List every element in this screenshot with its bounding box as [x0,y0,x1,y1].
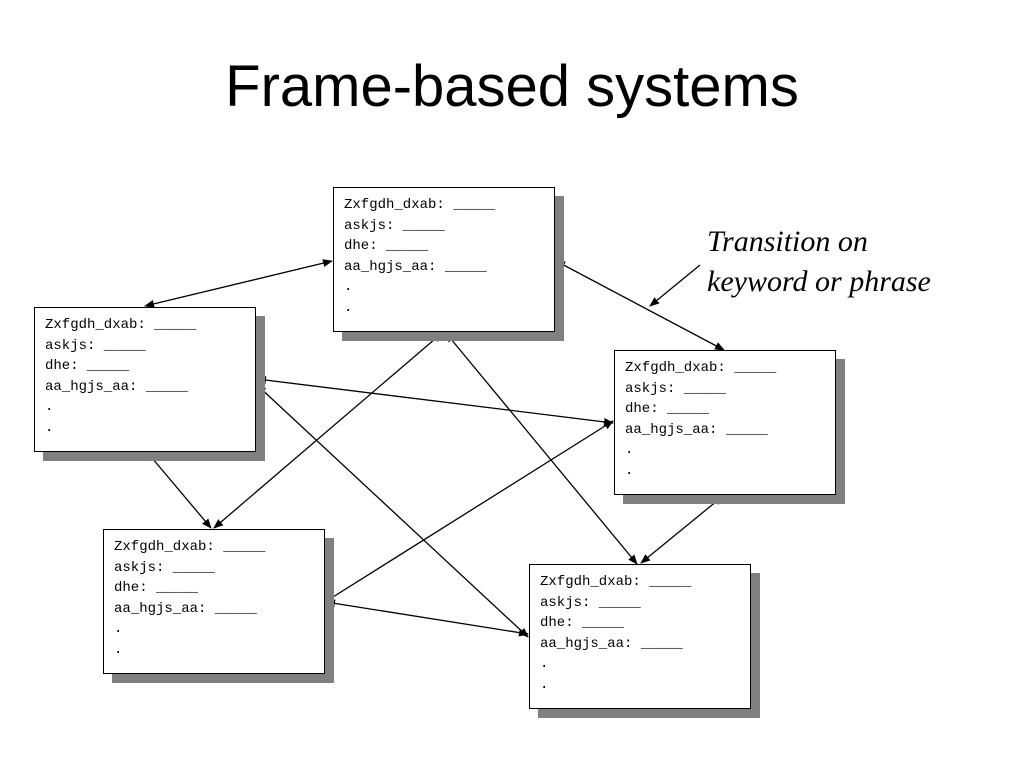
arrow-bottomleft-bottomright [325,599,529,637]
annotation-line: Transition on [707,225,868,258]
annotation-pointer [649,264,701,307]
frame-slot: . [540,676,549,693]
frame-slot: aa_hgjs_aa: _____ [540,635,683,652]
arrow-top-right [555,260,725,351]
frame-slot: dhe: _____ [540,615,625,631]
frame-bottom-left: Zxfgdh_dxab: _____ askjs: _____ dhe: ___… [103,529,325,674]
arrow-right-bottomleft [324,420,614,603]
arrow-left-right [256,376,614,426]
frame-slot: . [625,442,634,458]
arrow-top-left [144,259,333,308]
frame-slot: askjs: _____ [45,337,146,354]
frame-slot: aa_hgjs_aa: _____ [344,258,487,275]
frame-slot: aa_hgjs_aa: _____ [45,378,188,395]
frame-slot: askjs: _____ [114,559,215,576]
arrow-top-bottomright [445,332,638,565]
frame-slot: dhe: _____ [625,401,710,417]
frame-right: Zxfgdh_dxab: _____ askjs: _____ dhe: ___… [614,350,836,495]
frame-slot: . [114,621,123,637]
frame-slot: aa_hgjs_aa: _____ [625,421,768,438]
frame-slot: . [114,641,123,658]
frame-top: Zxfgdh_dxab: _____ askjs: _____ dhe: ___… [333,187,555,332]
frame-slot: askjs: _____ [625,380,726,397]
frame-slot: Zxfgdh_dxab: _____ [540,574,692,590]
frame-slot: askjs: _____ [540,594,641,611]
arrow-right-bottomright [640,495,724,564]
frame-slot: Zxfgdh_dxab: _____ [344,197,496,213]
frame-slot: Zxfgdh_dxab: _____ [45,317,197,333]
annotation-line: keyword or phrase [707,265,931,298]
frame-left: Zxfgdh_dxab: _____ askjs: _____ dhe: ___… [34,307,256,452]
frame-slot: dhe: _____ [344,238,429,254]
frame-slot: . [45,419,54,436]
frame-slot: dhe: _____ [45,358,130,374]
arrow-left-bottomleft [146,451,212,529]
frame-slot: askjs: _____ [344,217,445,234]
transition-annotation: Transition on keyword or phrase [707,222,931,302]
frame-slot: aa_hgjs_aa: _____ [114,600,257,617]
frame-slot: . [344,299,353,316]
frame-slot: . [540,656,549,672]
frame-slot: . [625,462,634,479]
frame-slot: . [344,279,353,295]
frame-slot: dhe: _____ [114,580,199,596]
frame-bottom-right: Zxfgdh_dxab: _____ askjs: _____ dhe: ___… [529,564,751,709]
frame-slot: . [45,399,54,415]
frame-slot: Zxfgdh_dxab: _____ [625,360,777,376]
frame-slot: Zxfgdh_dxab: _____ [114,539,266,555]
slide-title: Frame-based systems [225,54,799,119]
